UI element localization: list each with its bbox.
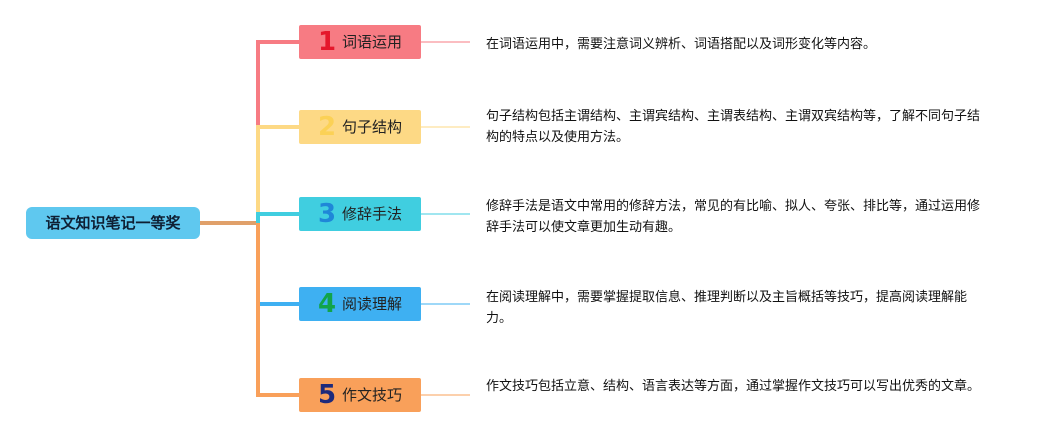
topic-description-2: 句子结构包括主谓结构、主谓宾结构、主谓表结构、主谓双宾结构等，了解不同句子结构的… xyxy=(486,109,981,145)
topic-node-5[interactable]: 5 作文技巧 xyxy=(299,378,421,412)
topic-node-1[interactable]: 1 词语运用 xyxy=(299,25,421,59)
topic-label: 词语运用 xyxy=(342,33,403,51)
topic-label: 句子结构 xyxy=(342,118,403,136)
topic-label: 阅读理解 xyxy=(342,295,403,313)
topic-description-5: 作文技巧包括立意、结构、语言表达等方面，通过掌握作文技巧可以写出优秀的文章。 xyxy=(486,379,981,394)
topic-number: 5 xyxy=(317,380,337,410)
topic-node-4[interactable]: 4 阅读理解 xyxy=(299,287,421,321)
root-node[interactable]: 语文知识笔记一等奖 xyxy=(26,207,200,239)
topic-node-2[interactable]: 2 句子结构 xyxy=(299,110,421,144)
topic-label: 修辞手法 xyxy=(342,205,403,223)
topic-number: 3 xyxy=(317,199,337,229)
topic-number: 1 xyxy=(317,27,337,57)
topic-number: 2 xyxy=(317,112,337,142)
topic-number: 4 xyxy=(317,289,337,319)
topic-description-4: 在阅读理解中，需要掌握提取信息、推理判断以及主旨概括等技巧，提高阅读理解能力。 xyxy=(486,290,968,326)
topic-node-3[interactable]: 3 修辞手法 xyxy=(299,197,421,231)
topic-description-1: 在词语运用中，需要注意词义辨析、词语搭配以及词形变化等内容。 xyxy=(486,37,877,52)
topic-description-3: 修辞手法是语文中常用的修辞方法，常见的有比喻、拟人、夸张、排比等，通过运用修辞手… xyxy=(486,199,981,235)
topic-label: 作文技巧 xyxy=(342,386,403,404)
